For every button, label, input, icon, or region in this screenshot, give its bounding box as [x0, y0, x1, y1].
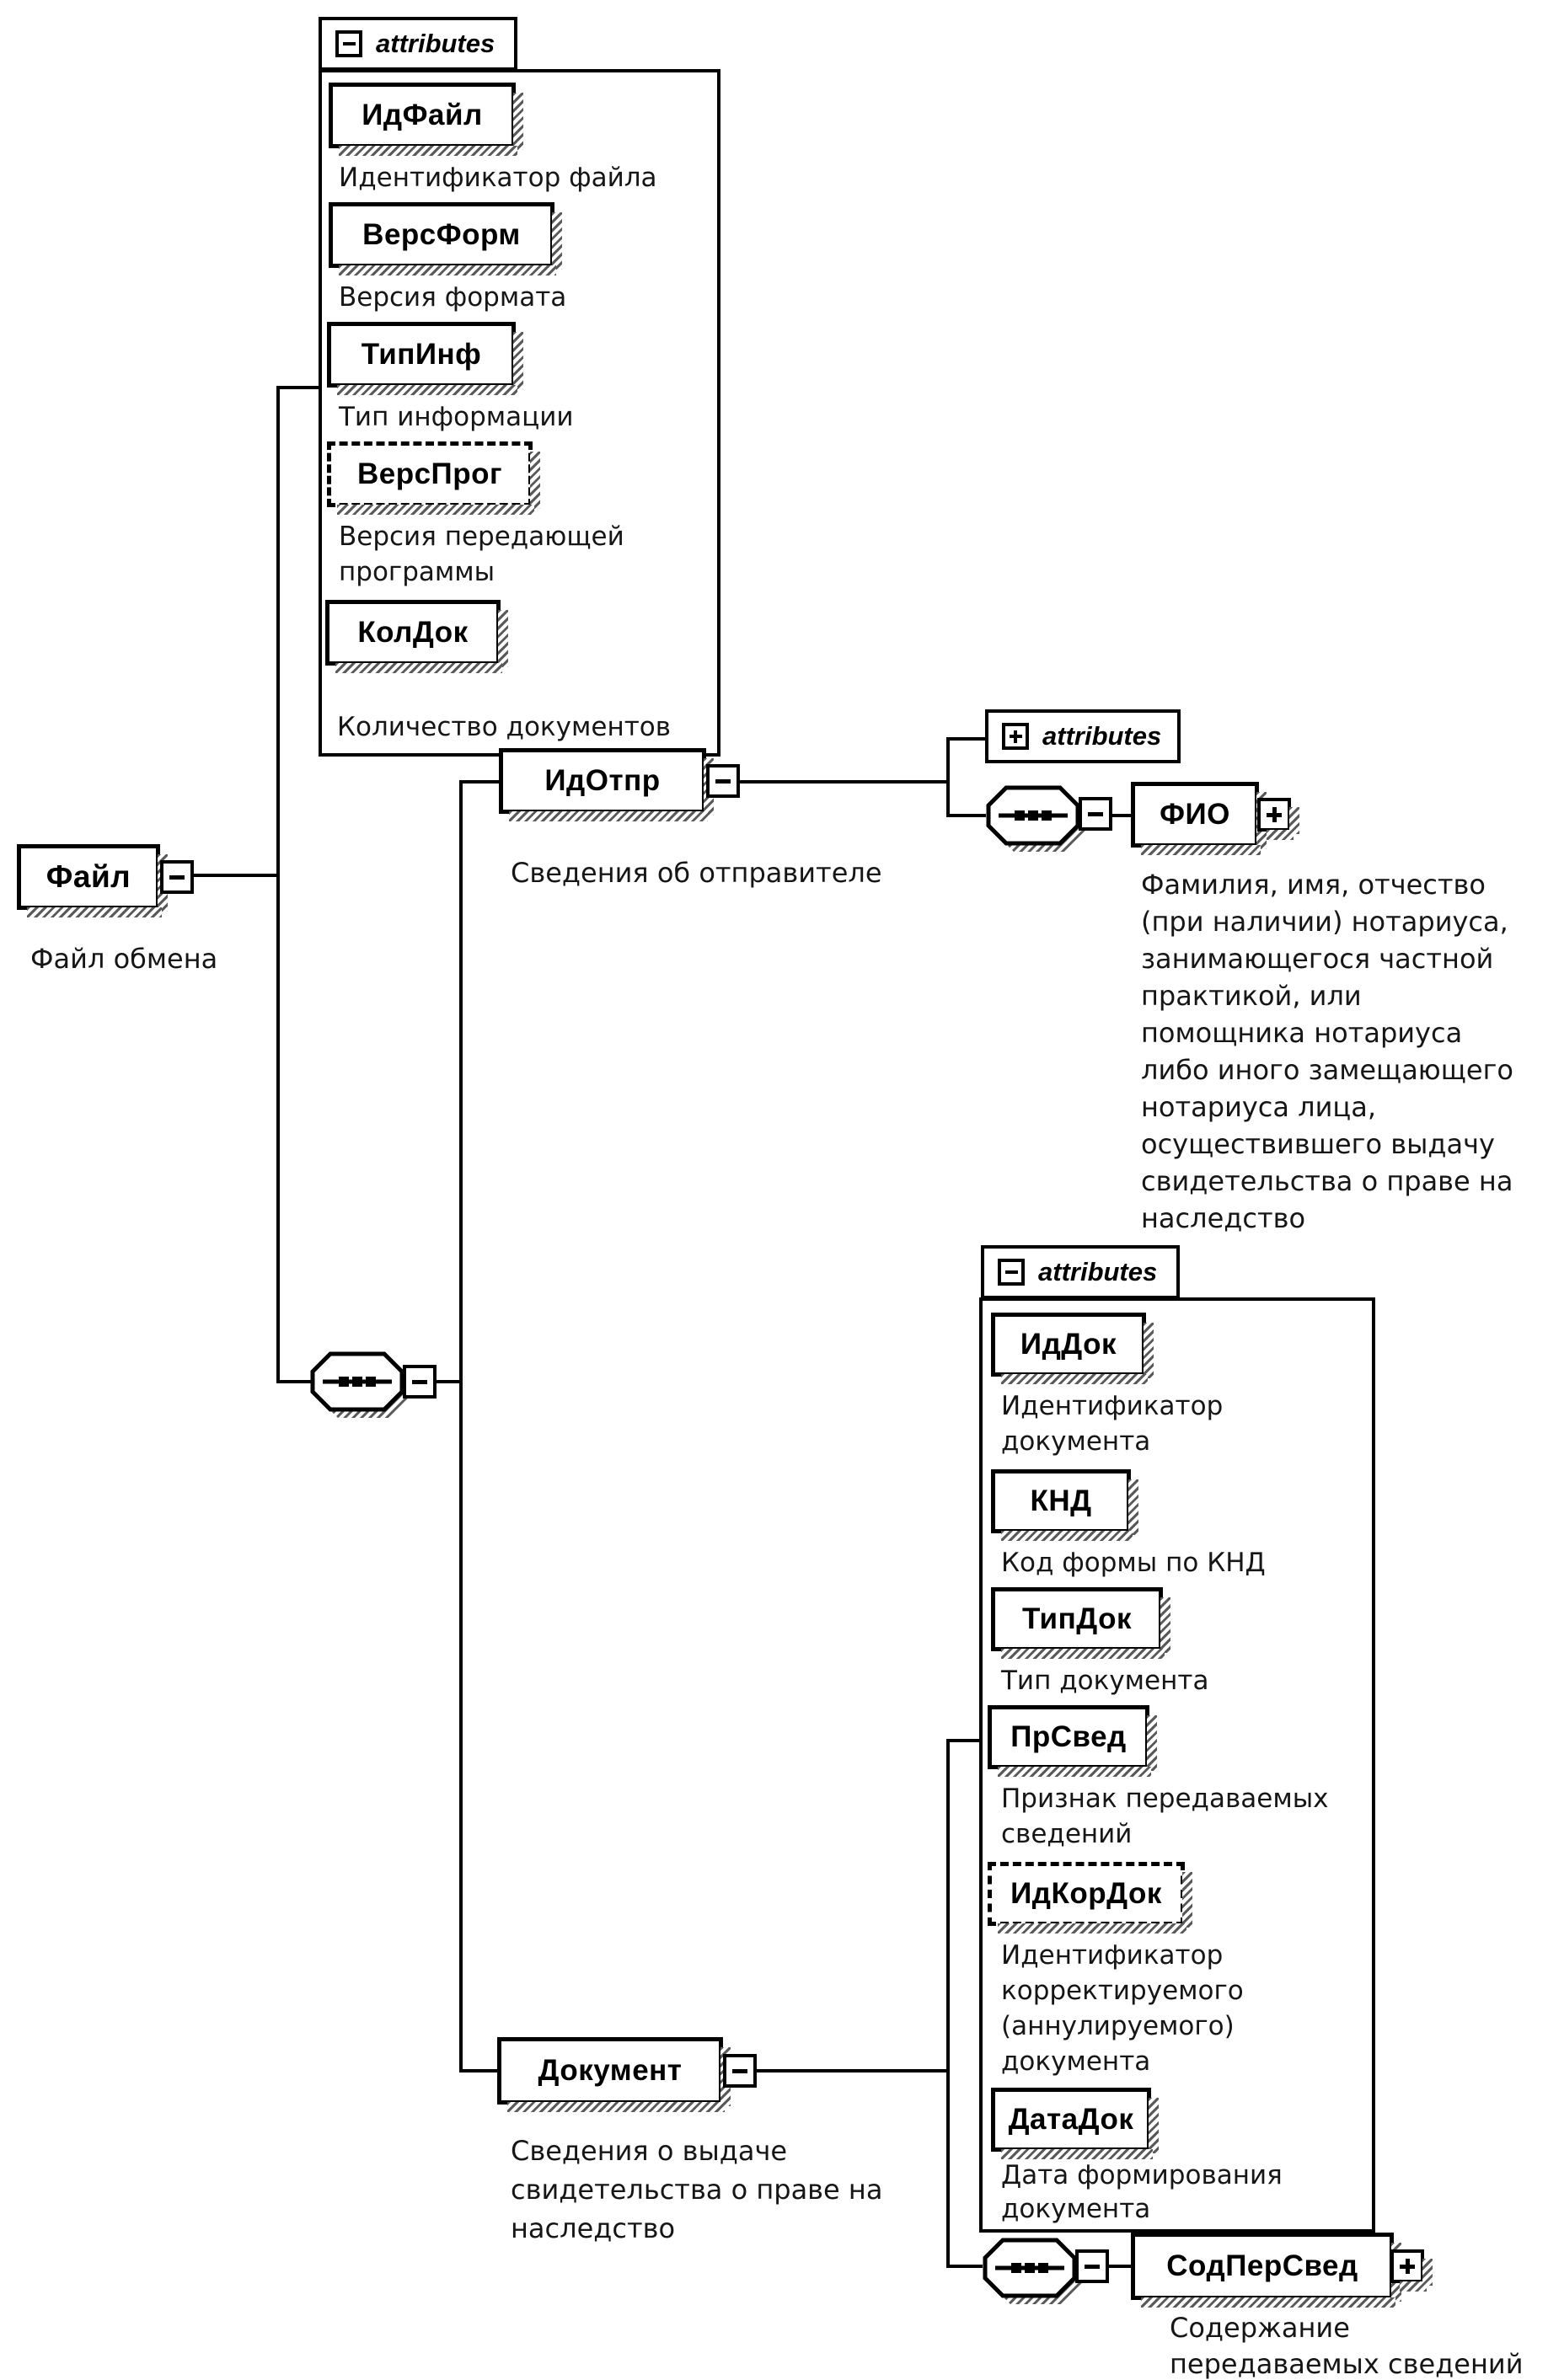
element-name: СодПерСвед [1166, 2249, 1358, 2282]
attribute-name: КНД [1030, 1484, 1092, 1517]
attribute-description: Дата формирования документа [1001, 2160, 1283, 2224]
attribute-box-tipdok[interactable]: ТипДок [991, 1587, 1170, 1659]
connector-line [946, 737, 950, 817]
attribute-description: Количество документов [337, 712, 672, 742]
connector-line [1109, 2265, 1131, 2268]
attribute-description: Код формы по КНД [1001, 1548, 1266, 1578]
expand-toggle-fio[interactable] [1257, 798, 1299, 840]
connector-line [280, 1380, 313, 1383]
attribute-box-versprog-optional[interactable]: ВерсПрог [327, 441, 540, 515]
element-annotation: Содержание передаваемых сведений [1170, 2312, 1524, 2380]
attribute-name: ВерсПрог [356, 457, 503, 490]
element-box-document[interactable]: Документ [497, 2037, 731, 2112]
element-annotation: Сведения об отправителе [511, 857, 882, 889]
attribute-description: Тип информации [339, 402, 574, 432]
connector-line [463, 2069, 497, 2072]
collapse-icon[interactable] [335, 30, 362, 57]
element-name: Файл [46, 859, 131, 894]
collapse-toggle-idotpr[interactable] [706, 764, 740, 798]
attribute-box-knd[interactable]: КНД [991, 1469, 1138, 1541]
element-annotation: Фамилия, имя, отчество (при наличии) нот… [1141, 869, 1513, 1234]
attribute-name: ИдФайл [362, 99, 483, 131]
expand-icon[interactable] [1002, 723, 1029, 750]
collapse-toggle-sodpersved-sequence[interactable] [1075, 2249, 1109, 2283]
attributes-tab-label: attributes [1038, 1257, 1158, 1286]
connector-line [946, 1739, 950, 2268]
element-annotation: Сведения о выдаче свидетельства о праве … [511, 2135, 883, 2244]
collapse-toggle-sequence[interactable] [403, 1365, 437, 1399]
attribute-description: Идентификатор корректируемого (аннулируе… [1001, 1940, 1244, 2077]
connector-line [740, 780, 946, 784]
sequence-indicator-icon [986, 785, 1085, 852]
attribute-description: Тип документа [1001, 1666, 1209, 1696]
expand-toggle-sodpersved[interactable] [1390, 2249, 1433, 2292]
attribute-description: Идентификатор файла [339, 163, 657, 193]
attribute-name: ИдДок [1020, 1328, 1117, 1361]
element-annotation: Файл обмена [30, 943, 218, 975]
attribute-box-idfile[interactable]: ИдФайл [329, 83, 523, 156]
collapse-toggle-fio-sequence[interactable] [1079, 797, 1112, 831]
collapse-icon[interactable] [998, 1259, 1025, 1286]
connector-line [1112, 814, 1131, 817]
connector-line [950, 1739, 979, 1742]
attribute-name: ТипИнф [361, 338, 482, 371]
attributes-tab-label: attributes [376, 29, 495, 58]
attribute-name: ДатаДок [1008, 2103, 1134, 2136]
attribute-name: ВерсФорм [362, 218, 521, 251]
connector-line [280, 386, 319, 389]
attribute-name: КолДок [357, 616, 469, 649]
sequence-indicator-icon [310, 1351, 410, 1418]
attribute-box-prsved[interactable]: ПрСвед [988, 1705, 1157, 1777]
sequence-indicator-icon [983, 2238, 1082, 2304]
element-name: ИдОтпр [544, 764, 661, 797]
connector-line [437, 1380, 461, 1383]
connector-line [463, 780, 499, 784]
collapse-toggle-document[interactable] [723, 2054, 757, 2088]
connector-line [757, 2069, 946, 2072]
document-attributes-tab[interactable]: attributes [981, 1245, 1180, 1299]
connector-line [459, 780, 463, 2072]
connector-line [950, 2265, 983, 2268]
attribute-description: Версия формата [339, 282, 567, 313]
element-box-file[interactable]: Файл [17, 844, 168, 917]
attribute-box-iddok[interactable]: ИдДок [991, 1313, 1154, 1384]
element-box-fio[interactable]: ФИО [1131, 782, 1267, 855]
attributes-tab-label: attributes [1042, 721, 1162, 751]
element-box-sodpersved[interactable]: СодПерСвед [1131, 2233, 1401, 2308]
element-name: Документ [538, 2054, 683, 2087]
attribute-description: Версия передающей программы [339, 521, 624, 587]
collapse-toggle-file[interactable] [160, 860, 194, 894]
attribute-description: Идентификатор документа [1001, 1391, 1224, 1457]
attribute-box-idkordok-optional[interactable]: ИдКорДок [988, 1862, 1192, 1933]
connector-line [276, 386, 280, 1383]
element-name: ФИО [1160, 798, 1230, 831]
attribute-box-versform[interactable]: ВерсФорм [329, 202, 562, 275]
element-box-idotpr[interactable]: ИдОтпр [499, 748, 714, 821]
attribute-box-tipinf[interactable]: ТипИнф [327, 322, 523, 395]
connector-line [194, 874, 278, 877]
attribute-box-koldok[interactable]: КолДок [325, 600, 508, 673]
connector-line [950, 814, 986, 817]
attribute-box-datadok[interactable]: ДатаДок [991, 2088, 1159, 2159]
attribute-description: Признак передаваемых сведений [1001, 1784, 1329, 1849]
attribute-name: ТипДок [1022, 1602, 1132, 1635]
attribute-name: ИдКорДок [1010, 1877, 1162, 1910]
attribute-name: ПрСвед [1010, 1720, 1127, 1753]
connector-line [950, 737, 985, 741]
idotpr-attributes-tab-collapsed[interactable]: attributes [985, 709, 1181, 763]
file-attributes-tab[interactable]: attributes [319, 17, 517, 71]
